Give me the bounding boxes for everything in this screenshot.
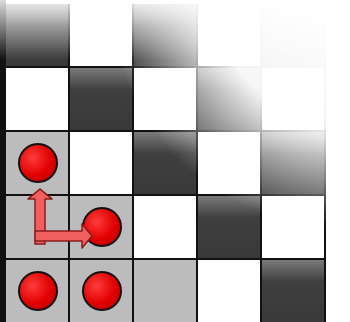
board-square-r3-c0[interactable] [6,196,70,260]
board-square-r2-c1[interactable] [70,132,134,196]
red-piece[interactable] [18,143,58,183]
board-square-r3-c4[interactable] [262,196,326,260]
board-square-r1-c2[interactable] [134,68,198,132]
board-square-r3-c2[interactable] [134,196,198,260]
red-piece[interactable] [82,271,122,311]
board-square-r3-c3[interactable] [198,196,262,260]
board-square-r0-c1[interactable] [70,4,134,68]
board-square-r4-c3[interactable] [198,260,262,322]
board-square-r1-c1[interactable] [70,68,134,132]
board-square-r0-c4[interactable] [262,4,326,68]
board-square-r1-c0[interactable] [6,68,70,132]
board-square-r0-c2[interactable] [134,4,198,68]
board-square-r2-c4[interactable] [262,132,326,196]
board-square-r4-c2[interactable] [134,260,198,322]
board-border [0,0,6,322]
board-square-r1-c4[interactable] [262,68,326,132]
board-square-r4-c4[interactable] [262,260,326,322]
red-piece[interactable] [82,207,122,247]
red-piece[interactable] [18,271,58,311]
board-square-r0-c3[interactable] [198,4,262,68]
board-square-r0-c0[interactable] [6,4,70,68]
board-square-r1-c3[interactable] [198,68,262,132]
board-square-r2-c3[interactable] [198,132,262,196]
board-square-r2-c2[interactable] [134,132,198,196]
